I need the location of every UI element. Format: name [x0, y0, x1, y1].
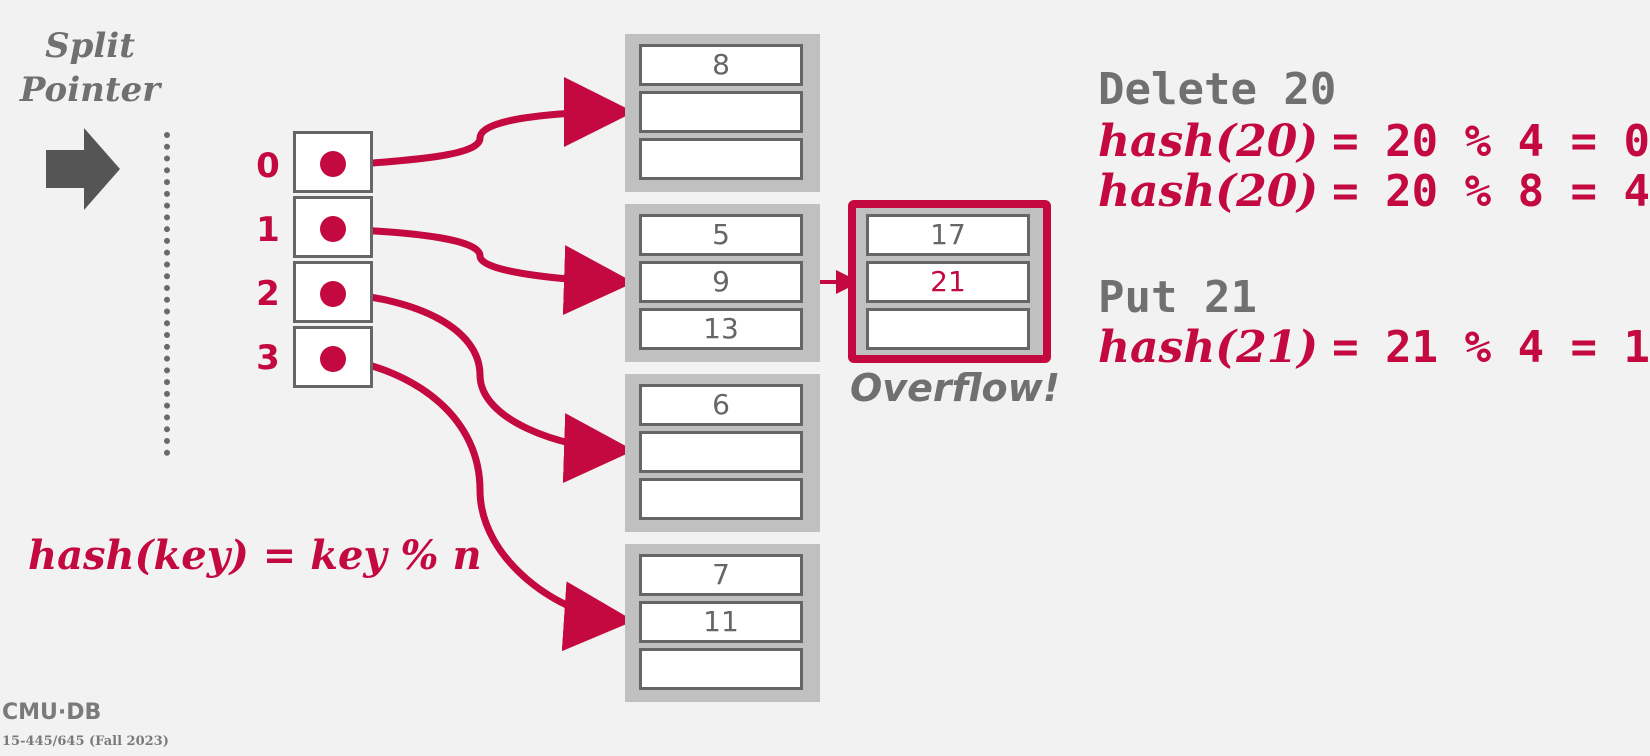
- delete-eq1-rhs: = 20 % 4 = 0: [1332, 116, 1650, 167]
- bucket-slot: 6: [639, 384, 803, 426]
- split-pointer-arrow-icon: [46, 128, 120, 210]
- overflow-slot: 17: [866, 214, 1030, 256]
- split-line: [164, 132, 170, 456]
- pointer-dot: [320, 216, 346, 242]
- overflow-bucket: 17 21: [848, 200, 1051, 363]
- delete-title: Delete 20: [1098, 64, 1337, 115]
- delete-eq2-rhs: = 20 % 8 = 4: [1332, 166, 1650, 217]
- bucket-slot: 7: [639, 554, 803, 596]
- split-pointer-line1: Split: [45, 26, 135, 66]
- bucket-2: 6: [625, 374, 820, 532]
- bucket-0: 8: [625, 34, 820, 192]
- put-eq1-rhs: = 21 % 4 = 1: [1332, 322, 1650, 373]
- delete-eq2-fn: hash(20): [1098, 166, 1319, 217]
- directory-slot-2: [293, 261, 373, 323]
- bucket-slot: 9: [639, 261, 803, 303]
- arrow-slot-1: [332, 225, 634, 316]
- pointer-dot: [320, 151, 346, 177]
- bucket-slot: [639, 648, 803, 690]
- split-pointer-line2: Pointer: [19, 70, 161, 110]
- pointer-dot: [320, 281, 346, 307]
- overflow-slot-new: 21: [866, 261, 1030, 303]
- bucket-slot: [639, 138, 803, 180]
- delete-eq1: hash(20) = 20 % 4 = 0: [1098, 116, 1650, 167]
- bucket-slot: [639, 91, 803, 133]
- put-eq1-fn: hash(21): [1098, 322, 1319, 373]
- bucket-slot: 8: [639, 44, 803, 86]
- split-pointer-title: Split Pointer: [10, 24, 170, 112]
- directory-slot-3: [293, 326, 373, 388]
- directory-slot-0: [293, 131, 373, 193]
- delete-eq1-fn: hash(20): [1098, 116, 1319, 167]
- pointer-dot: [320, 346, 346, 372]
- directory-slot-1: [293, 196, 373, 258]
- bucket-3: 7 11: [625, 544, 820, 702]
- dir-index-3: 3: [256, 338, 280, 378]
- arrow-slot-3: [332, 353, 634, 652]
- arrow-slot-0: [332, 77, 634, 170]
- dir-index-1: 1: [256, 210, 280, 250]
- overflow-label: Overflow!: [850, 366, 1061, 410]
- directory-table: [293, 131, 373, 391]
- dir-index-2: 2: [256, 274, 280, 314]
- put-eq1: hash(21) = 21 % 4 = 1: [1098, 322, 1650, 373]
- put-title: Put 21: [1098, 272, 1257, 323]
- dir-index-0: 0: [256, 146, 280, 186]
- bucket-slot: 5: [639, 214, 803, 256]
- bucket-slot: 11: [639, 601, 803, 643]
- pointer-arrows: [332, 77, 860, 652]
- bucket-1: 5 9 13: [625, 204, 820, 362]
- arrow-slot-2: [332, 289, 634, 484]
- bucket-slot: [639, 478, 803, 520]
- hash-formula: hash(key) = key % n: [28, 532, 482, 579]
- bucket-slot: 13: [639, 308, 803, 350]
- overflow-slot: [866, 308, 1030, 350]
- cmu-db-logo: CMU·DB: [2, 700, 102, 725]
- bucket-slot: [639, 431, 803, 473]
- course-label: 15-445/645 (Fall 2023): [2, 734, 169, 749]
- delete-eq2: hash(20) = 20 % 8 = 4: [1098, 166, 1650, 217]
